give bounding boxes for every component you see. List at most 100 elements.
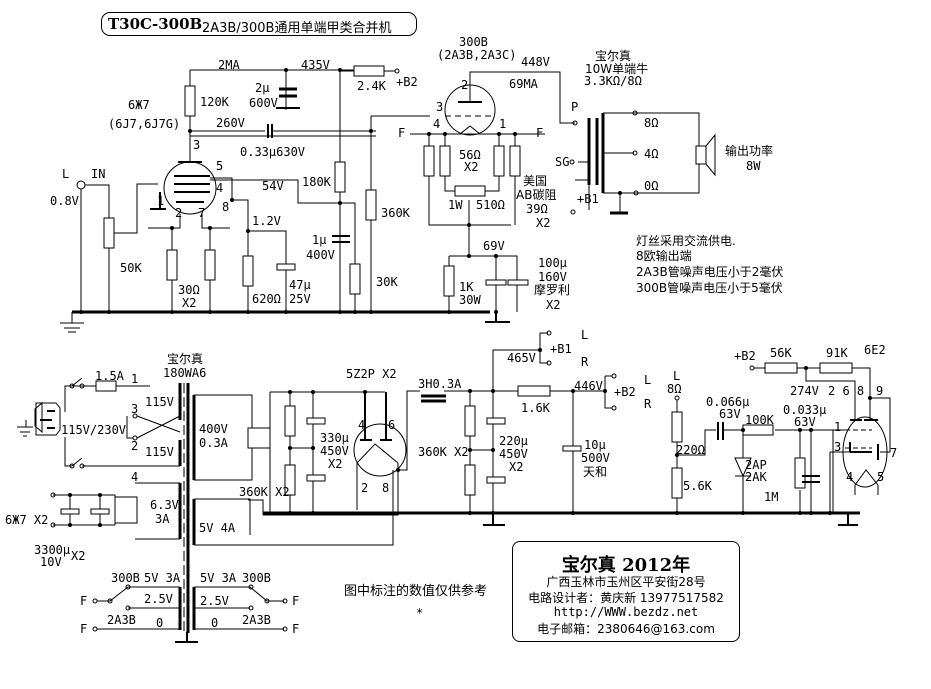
volume-pot [103,217,115,249]
title-frame [101,12,417,36]
heater-resistors-label: 30Ω [178,283,200,297]
heater-tube-label: 6Ж7 X2 [5,513,49,527]
ind-divider-top: 220Ω [676,443,705,457]
note-1: 灯丝采用交流供电. [636,234,736,248]
carbon-qty: X2 [536,216,551,230]
power-cathode-cap-value: 100μ [538,256,567,270]
carbon-label-2: AB碳阻 [516,188,557,202]
mains-label: 115V/230V [61,423,127,437]
info-website[interactable]: http://WWW.bezdz.net [553,605,699,619]
note-4: 300B管噪声电压小于5毫伏 [636,281,783,295]
ind-pin-5: 5 [877,470,885,484]
ind-pin-9: 9 [876,384,884,398]
rect-pin-8: 8 [382,481,390,495]
fsw-left-mid: 2.5V [144,592,173,606]
heater-resistors-qty: X2 [182,296,197,310]
pin-3: 3 [193,138,201,152]
ind-cap-2-value: 0.033μ [783,403,827,417]
fsw-left-zero: 0 [156,616,164,630]
resistor-2-4k-label: 2.4K [357,79,386,93]
ind-pins-top: 2 6 8 [828,384,865,398]
ind-diode: 2AP [745,458,767,472]
ind-resistor-2: 91K [826,346,848,360]
asterisk-mark: * [416,606,424,620]
iec-socket [34,401,43,434]
cathode-resistor-label: 620Ω [252,292,281,306]
ind-pin-1: 1 [834,420,842,434]
hum-pot-power: 1W [448,198,463,212]
power-cathode-voltage: 69V [483,239,505,253]
preamp-tube-alt: (6J7,6J7G) [108,117,181,131]
pt-model: 180WA6 [163,366,207,380]
hv-winding-current: 0.3A [199,436,228,450]
ground-symbol-preamp [60,312,84,333]
cathode-cap-47u [276,263,296,271]
hum-resistor-3 [493,145,505,177]
preamp-tube-envelope [163,161,217,215]
resistor-180k-label: 180K [302,175,331,189]
bridge-rectifier-heater [114,496,138,524]
ot-primary-p: P [571,100,579,114]
ind-series-resistor: 100K [745,413,774,427]
b1-voltage: 465V [507,351,536,365]
heater-cap-qty: X2 [71,549,86,563]
power-pin-4: 4 [433,117,441,131]
hum-resistors-qty: X2 [464,160,479,174]
b2-l: L [644,373,652,387]
supply-cap-value: 2μ [255,81,270,95]
terminal-1: 1 [131,372,139,386]
fsw-right-300b: 300B [242,571,271,585]
model-title: T30C-300B [108,15,203,33]
preamp-tube-name: 6Ж7 [128,98,150,112]
resistor-30k-label: 30K [376,275,398,289]
filter-cap-3-brand: 天和 [583,465,608,479]
filter-cap-1-qty: X2 [328,457,343,471]
cathode-resistor-1k [443,265,455,297]
terminal-4: 4 [131,470,139,484]
b2-voltage: 446V [574,379,603,393]
ind-cap-1-voltage: 63V [719,407,741,421]
terminal-2: 2 [131,439,139,453]
ind-resistor-1: 56K [770,346,792,360]
hv-winding-voltage: 400V [199,422,228,436]
power-tube-name: 300B [459,35,488,49]
info-email[interactable]: 电子邮箱：2380646@163.com [537,622,715,636]
resistor-2-4k [353,65,385,77]
cathode-cap-voltage: 25V [289,292,311,306]
power-plate-current: 69MA [509,77,538,91]
resistor-360k [365,189,377,221]
fsw-right-zero: 0 [211,616,219,630]
ind-cap-1-value: 0.066μ [706,395,750,409]
rectifier-tube-label: 5Z2P X2 [346,367,397,381]
designer-info-box [512,541,740,642]
fuse-label: 1.5A [95,369,124,383]
resistor-180k [334,161,346,193]
output-power-label: 输出功率 [725,144,774,158]
power-cathode-resistor-power: 30W [459,293,481,307]
ind-pin-4: 4 [846,470,854,484]
hum-resistor-4 [509,145,521,177]
supply-voltage: 435V [301,58,330,72]
plate-current: 2MA [218,58,240,72]
plate-voltage: 260V [216,116,245,130]
heater-cap-value: 3300μ [34,543,71,557]
input-jack [76,180,86,190]
fsw-left-rating: 5V 3A [144,571,181,585]
info-heading: 宝尔真 2012年 [561,555,691,576]
bleeder-2-label: 360K X2 [418,445,469,459]
pin-2: 2 [175,206,183,220]
ind-supply: +B2 [734,349,756,363]
resistor-1-6k [517,385,551,397]
screen-voltage: 54V [262,179,284,193]
heater-resistor-2 [204,249,216,281]
fsw-f-3: F [292,594,300,608]
hum-pot-510 [454,185,486,197]
ind-divider-bottom: 5.6K [683,479,712,493]
ot-tap-0: 0Ω [644,179,659,193]
pin-5: 5 [216,159,224,173]
power-pin-3: 3 [436,100,444,114]
junction-dots [68,68,872,527]
carbon-label-1: 美国 [523,174,548,188]
info-designer: 电路设计者：黄庆新 13977517582 [528,591,724,605]
pin-4: 4 [216,181,224,195]
